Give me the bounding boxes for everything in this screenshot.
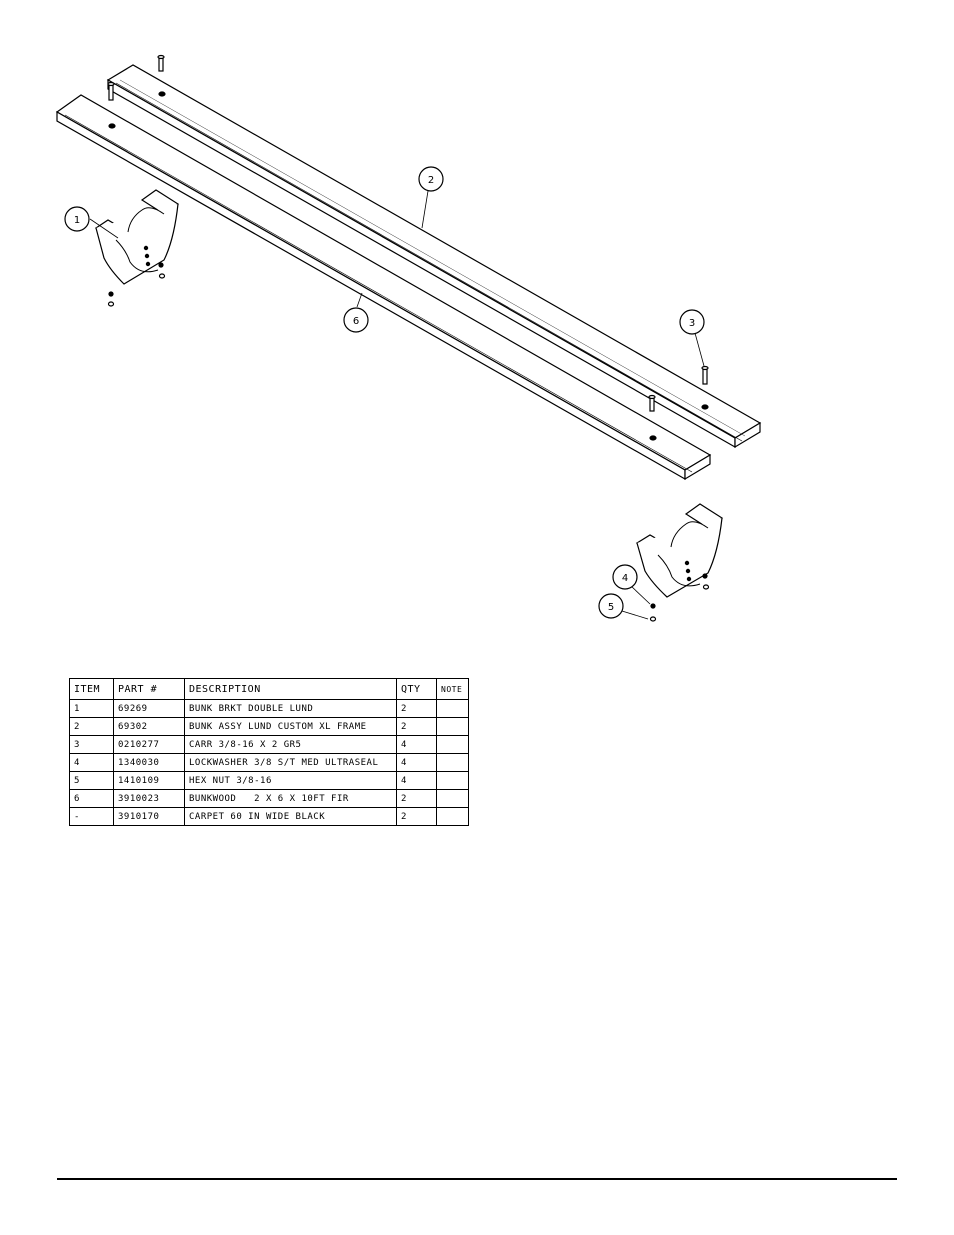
callout-3-label: 3 xyxy=(689,318,695,329)
bom-cell-qty: 2 xyxy=(396,699,437,718)
bom-cell-qty: 4 xyxy=(396,771,437,790)
bom-cell-note xyxy=(436,753,469,772)
exploded-assembly-drawing: 1 2 3 4 5 6 xyxy=(55,54,762,622)
callout-1-label: 1 xyxy=(74,215,80,226)
bom-cell-part: 1340030 xyxy=(113,753,185,772)
callout-4: 4 xyxy=(612,564,638,590)
bom-cell-part: 3910170 xyxy=(113,807,185,826)
bom-cell-part: 1410109 xyxy=(113,771,185,790)
callout-6: 6 xyxy=(343,307,369,333)
bom-cell-part: 69269 xyxy=(113,699,185,718)
table-row: 6 3910023 BUNKWOOD 2 X 6 X 10FT FIR 2 xyxy=(69,789,469,808)
footer-divider xyxy=(57,1178,897,1180)
bom-cell-item: 1 xyxy=(69,699,114,718)
bom-cell-note xyxy=(436,789,469,808)
bom-cell-item: 3 xyxy=(69,735,114,754)
callout-1: 1 xyxy=(64,206,90,232)
table-row: 2 69302 BUNK ASSY LUND CUSTOM XL FRAME 2 xyxy=(69,717,469,736)
bom-cell-description: BUNK ASSY LUND CUSTOM XL FRAME xyxy=(184,717,397,736)
bom-cell-item: - xyxy=(69,807,114,826)
callout-2: 2 xyxy=(418,166,444,192)
callout-3: 3 xyxy=(679,309,705,335)
bunk-bracket-right xyxy=(635,503,724,622)
bom-header-description: DESCRIPTION xyxy=(184,678,397,700)
bom-cell-qty: 4 xyxy=(396,753,437,772)
callout-2-label: 2 xyxy=(428,175,434,186)
bom-cell-qty: 2 xyxy=(396,789,437,808)
table-row: 3 0210277 CARR 3/8-16 X 2 GR5 4 xyxy=(69,735,469,754)
bom-cell-part: 3910023 xyxy=(113,789,185,808)
bom-cell-description: CARR 3/8-16 X 2 GR5 xyxy=(184,735,397,754)
bom-cell-item: 2 xyxy=(69,717,114,736)
carriage-bolt xyxy=(701,365,709,385)
bom-cell-note xyxy=(436,735,469,754)
bom-cell-item: 5 xyxy=(69,771,114,790)
bom-cell-description: CARPET 60 IN WIDE BLACK xyxy=(184,807,397,826)
table-row: 5 1410109 HEX NUT 3/8-16 4 xyxy=(69,771,469,790)
bom-header-row: ITEM PART # DESCRIPTION QTY NOTE xyxy=(69,678,469,700)
bom-cell-description: BUNK BRKT DOUBLE LUND xyxy=(184,699,397,718)
callout-leaders xyxy=(89,190,705,620)
bom-header-note: NOTE xyxy=(436,678,469,700)
bunk-bracket-left xyxy=(94,189,180,307)
bom-cell-note xyxy=(436,717,469,736)
bunk-assembly-upper xyxy=(106,54,762,449)
bom-header-part: PART # xyxy=(113,678,185,700)
bunkwood-lower xyxy=(55,94,712,481)
bom-cell-description: HEX NUT 3/8-16 xyxy=(184,771,397,790)
bom-cell-item: 4 xyxy=(69,753,114,772)
callout-5-label: 5 xyxy=(608,602,614,613)
bom-cell-part: 0210277 xyxy=(113,735,185,754)
bom-cell-description: BUNKWOOD 2 X 6 X 10FT FIR xyxy=(184,789,397,808)
table-row: - 3910170 CARPET 60 IN WIDE BLACK 2 xyxy=(69,807,469,826)
bom-cell-qty: 2 xyxy=(396,717,437,736)
bom-header-item: ITEM xyxy=(69,678,114,700)
bom-cell-qty: 2 xyxy=(396,807,437,826)
bom-cell-qty: 4 xyxy=(396,735,437,754)
table-row: 4 1340030 LOCKWASHER 3/8 S/T MED ULTRASE… xyxy=(69,753,469,772)
bom-header-qty: QTY xyxy=(396,678,437,700)
bill-of-materials-table: ITEM PART # DESCRIPTION QTY NOTE 1 69269… xyxy=(69,678,469,826)
table-row: 1 69269 BUNK BRKT DOUBLE LUND 2 xyxy=(69,699,469,718)
callout-6-label: 6 xyxy=(353,316,359,327)
bom-cell-item: 6 xyxy=(69,789,114,808)
callout-4-label: 4 xyxy=(622,573,628,584)
callout-5: 5 xyxy=(598,593,624,619)
bom-cell-note xyxy=(436,699,469,718)
bom-cell-description: LOCKWASHER 3/8 S/T MED ULTRASEAL xyxy=(184,753,397,772)
bom-cell-part: 69302 xyxy=(113,717,185,736)
bom-cell-note xyxy=(436,807,469,826)
bom-cell-note xyxy=(436,771,469,790)
